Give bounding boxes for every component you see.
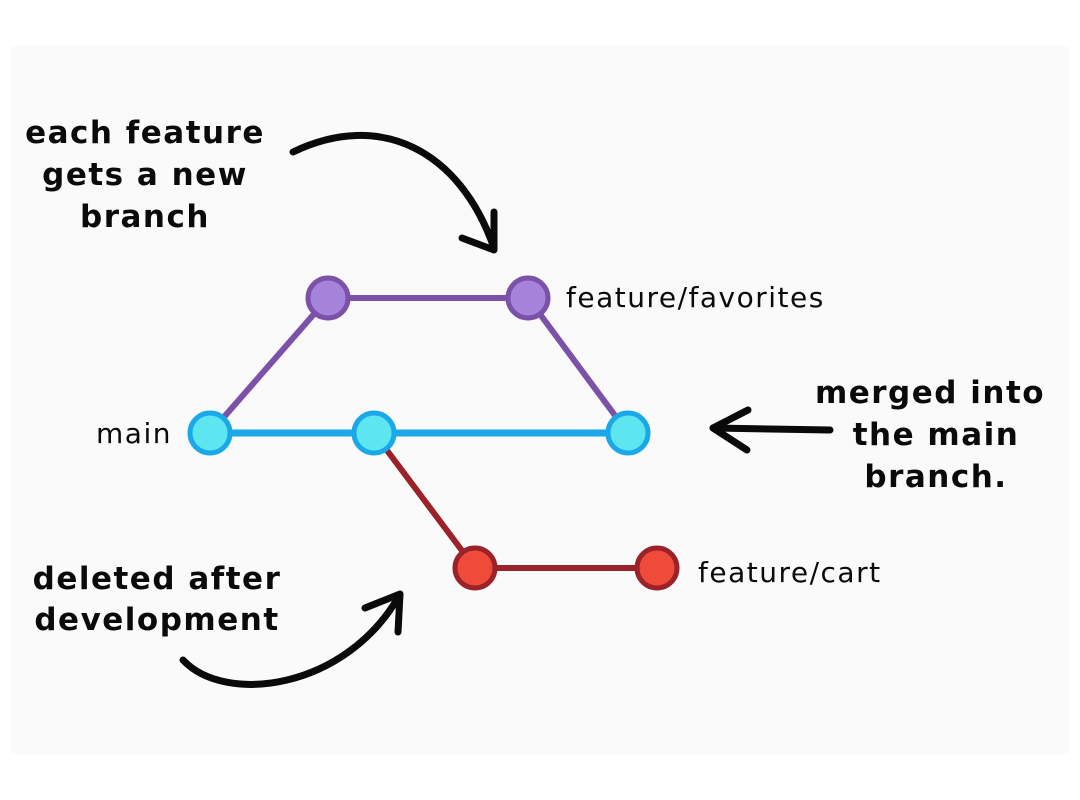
favorites-commit-node [505,275,551,321]
main-commit-node [351,410,397,456]
annotation-line: development [34,602,279,638]
diagram-panel [10,46,1070,754]
curved-arrow-icon [289,131,498,254]
main-merge-commit-node [605,410,651,456]
main-branch-label: main [96,417,172,450]
annotation-line: the main [853,417,1020,453]
annotation-line: branch. [864,459,1007,495]
merged-annotation: merged into the main branch. [815,375,1045,495]
commit-nodes [187,275,680,591]
favorites-commit-node [305,275,351,321]
annotation-line: gets a new [42,157,248,193]
branch-lines [206,295,660,571]
annotation-line: merged into [815,375,1045,411]
main-commit-node [187,410,233,456]
new-branch-annotation: each feature gets a new branch [25,115,265,235]
cart-branch-label: feature/cart [698,556,882,589]
curved-arrow-icon [179,590,404,688]
deleted-annotation: deleted after development [33,561,282,638]
left-arrow-icon [709,406,834,454]
favorites-merge-line [525,295,631,436]
cart-commit-node [452,545,498,591]
annotation-line: each feature [25,115,265,151]
annotation-line: branch [80,199,210,235]
cart-commit-node [634,545,680,591]
favorites-branch-label: feature/favorites [566,281,825,314]
cart-branch-out-line [371,430,478,571]
favorites-branch-out-line [207,295,331,436]
annotation-line: deleted after [33,561,282,597]
